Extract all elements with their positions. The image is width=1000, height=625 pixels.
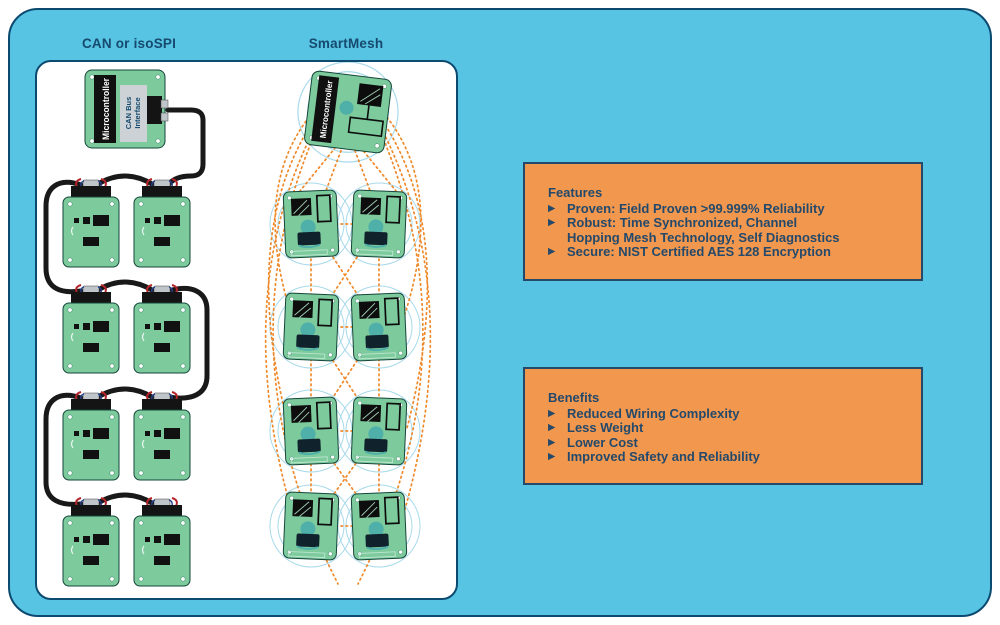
benefit-item: ▶ Lower Cost: [548, 434, 905, 451]
benefit-item: ▶ Reduced Wiring Complexity: [548, 405, 905, 422]
network-diagram-svg: Microcontroller: [43, 62, 432, 587]
mesh-node: [282, 395, 340, 467]
benefit-item-text: Less Weight: [567, 420, 644, 436]
bullet-icon: ▶: [548, 202, 556, 214]
benefit-item: ▶ Improved Safety and Reliability: [548, 450, 905, 465]
mesh-column-label: SmartMesh: [308, 36, 384, 51]
can-bus-label-line1: CAN Bus: [124, 97, 133, 130]
bullet-icon: ▶: [548, 436, 556, 448]
can-bus-label-line2: Interface: [133, 97, 142, 128]
mesh-microcontroller: Microcontroller: [304, 70, 392, 154]
feature-item: ▶ Proven: Field Proven >99.999% Reliabil…: [548, 200, 905, 217]
benefits-box: Benefits ▶ Reduced Wiring Complexity ▶ L…: [523, 367, 923, 485]
benefit-item-text: Lower Cost: [567, 434, 638, 450]
bullet-icon: ▶: [548, 451, 556, 463]
feature-item: ▶ Secure: NIST Certified AES 128 Encrypt…: [548, 245, 905, 260]
can-node: [62, 178, 120, 268]
bullet-icon: ▶: [548, 407, 556, 419]
benefit-item: ▶ Less Weight: [548, 421, 905, 436]
can-wiring: [43, 107, 210, 507]
mesh-node: [350, 490, 408, 562]
feature-item-text: Secure: NIST Certified AES 128 Encryptio…: [567, 244, 831, 260]
bullet-icon: ▶: [548, 217, 556, 229]
can-node: [133, 497, 191, 587]
mesh-node: [350, 291, 408, 363]
can-mcu-label: Microcontroller: [101, 78, 111, 140]
mesh-node: [350, 188, 408, 260]
mesh-node: [282, 490, 340, 562]
features-title: Features: [548, 185, 603, 200]
can-node: [62, 284, 120, 374]
mesh-node: [282, 188, 340, 260]
can-node: [133, 178, 191, 268]
can-node: [133, 391, 191, 481]
benefits-title: Benefits: [548, 390, 600, 405]
can-microcontroller: Microcontroller CAN Bus Interface: [84, 69, 169, 149]
benefit-item-text: Reduced Wiring Complexity: [567, 405, 740, 421]
can-node: [133, 284, 191, 374]
mesh-node: [350, 395, 408, 467]
mesh-node: [282, 291, 340, 363]
can-column-label: CAN or isoSPI: [81, 36, 177, 51]
can-node: [62, 391, 120, 481]
bullet-icon: ▶: [548, 422, 556, 434]
feature-item: ▶ Robust: Time Synchronized, Channel Hop…: [548, 215, 905, 245]
features-box: Features ▶ Proven: Field Proven >99.999%…: [523, 162, 923, 281]
can-node: [62, 497, 120, 587]
feature-item-text: Robust: Time Synchronized, Channel Hoppi…: [567, 215, 840, 245]
feature-item-text: Proven: Field Proven >99.999% Reliabilit…: [567, 200, 825, 216]
benefit-item-text: Improved Safety and Reliability: [567, 449, 760, 465]
bullet-icon: ▶: [548, 246, 556, 258]
network-panel: Microcontroller: [35, 60, 458, 600]
